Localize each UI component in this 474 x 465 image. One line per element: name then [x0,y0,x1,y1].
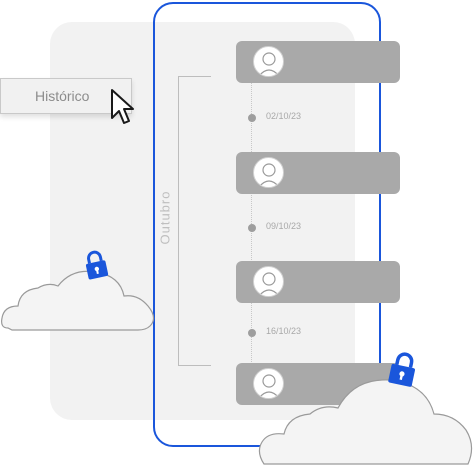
lock-icon [85,250,109,280]
user-avatar-icon [253,368,284,399]
cloud-icon [1,270,155,331]
cursor-arrow-icon [111,89,134,124]
user-avatar-icon [253,46,284,77]
timeline-entry[interactable] [236,152,400,194]
timeline-dot [248,224,256,232]
timeline-date: 09/10/23 [266,221,302,231]
month-bracket [178,76,211,366]
timeline-entry[interactable] [236,363,400,405]
lock-icon [388,352,415,387]
month-label: Outubro [157,190,173,245]
user-avatar-icon [253,157,284,188]
cloud-icon [258,379,473,465]
timeline-entry[interactable] [236,261,400,303]
timeline-date: 16/10/23 [266,326,302,336]
timeline-entry[interactable] [236,41,400,83]
history-button[interactable]: Histórico [0,78,132,114]
timeline-date: 02/10/23 [266,111,302,121]
history-button-label: Histórico [35,88,90,104]
user-avatar-icon [253,266,284,297]
timeline-dot [248,114,256,122]
timeline-dot [248,329,256,337]
